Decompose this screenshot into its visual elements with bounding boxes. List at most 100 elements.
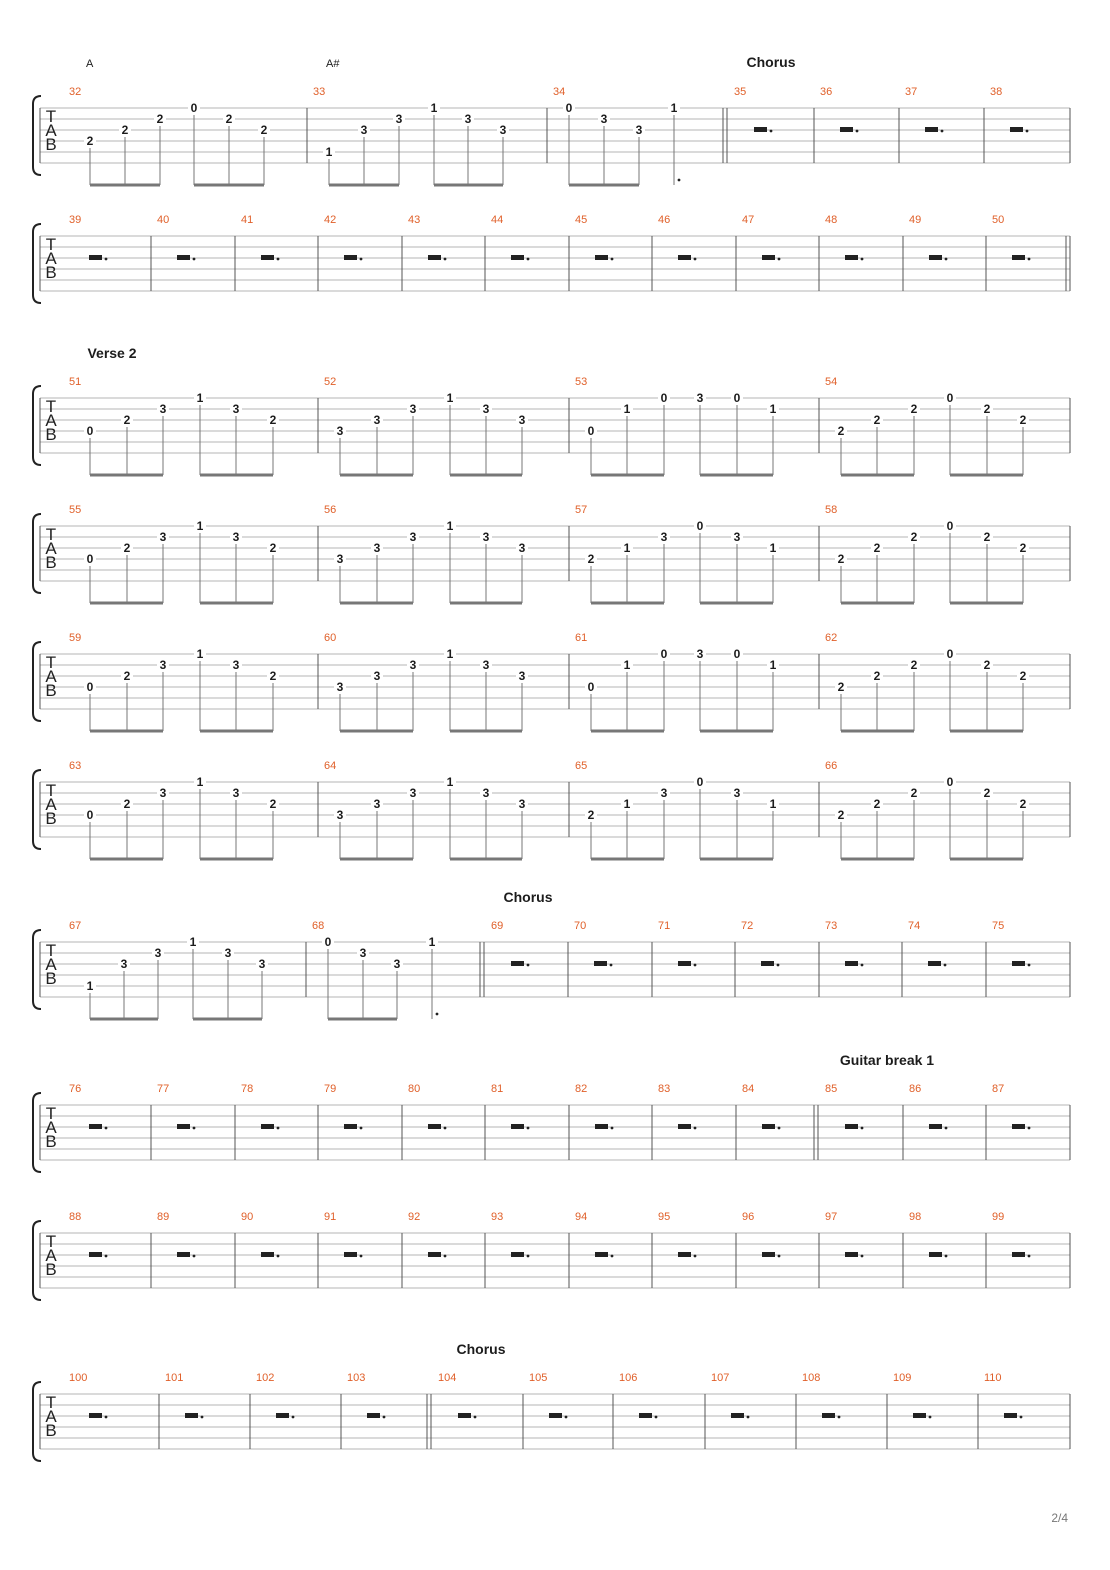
- whole-rest: [344, 1124, 357, 1129]
- measure-number: 63: [69, 760, 81, 772]
- fret-backing: [767, 659, 779, 671]
- measure-number: 105: [529, 1372, 547, 1384]
- fret-backing: [585, 425, 597, 437]
- fret-number: 3: [465, 112, 472, 126]
- fret-number: 2: [1020, 797, 1027, 811]
- measure-number: 43: [408, 214, 420, 226]
- rest-dot: [654, 1415, 658, 1419]
- system-bracket: [32, 95, 42, 176]
- fret-backing: [871, 542, 883, 554]
- rest-dot: [526, 963, 530, 967]
- fret-backing: [119, 124, 131, 136]
- fret-number: 2: [261, 123, 268, 137]
- whole-rest: [762, 255, 775, 260]
- fret-backing: [230, 403, 242, 415]
- fret-number: 1: [770, 402, 777, 416]
- fret-backing: [84, 809, 96, 821]
- fret-number: 2: [124, 541, 131, 555]
- whole-rest: [639, 1413, 652, 1418]
- fret-backing: [393, 113, 405, 125]
- whole-rest: [261, 1124, 274, 1129]
- measure-number: 90: [241, 1211, 253, 1223]
- fret-number: 1: [770, 658, 777, 672]
- rest-dot: [693, 257, 697, 261]
- fret-backing: [480, 659, 492, 671]
- fret-number: 3: [500, 123, 507, 137]
- measure-number: 92: [408, 1211, 420, 1223]
- fret-number: 3: [121, 957, 128, 971]
- measure-number: 101: [165, 1372, 183, 1384]
- fret-backing: [334, 553, 346, 565]
- rest-dot: [769, 129, 773, 133]
- fret-number: 2: [984, 786, 991, 800]
- whole-rest: [344, 1252, 357, 1257]
- fret-backing: [444, 648, 456, 660]
- measure-number: 110: [984, 1372, 1002, 1384]
- fret-backing: [121, 542, 133, 554]
- fret-number: 0: [734, 647, 741, 661]
- section-label: Chorus: [457, 1341, 506, 1357]
- rest-dot: [104, 1415, 108, 1419]
- fret-number: 2: [270, 669, 277, 683]
- measure-number: 40: [157, 214, 169, 226]
- measure-number: 78: [241, 1083, 253, 1095]
- whole-rest: [822, 1413, 835, 1418]
- fret-backing: [1017, 798, 1029, 810]
- measure-number: 44: [491, 214, 503, 226]
- fret-backing: [694, 648, 706, 660]
- whole-rest: [595, 1252, 608, 1257]
- tab-clef-letter: A: [45, 1246, 57, 1265]
- rest-dot: [940, 129, 944, 133]
- whole-rest: [1012, 961, 1025, 966]
- rest-dot: [104, 1126, 108, 1130]
- whole-rest: [845, 1252, 858, 1257]
- measure-number: 94: [575, 1211, 587, 1223]
- measure-number: 80: [408, 1083, 420, 1095]
- fret-number: 3: [361, 123, 368, 137]
- fret-number: 3: [337, 552, 344, 566]
- measure-number: 98: [909, 1211, 921, 1223]
- fret-backing: [516, 542, 528, 554]
- measure-number: 86: [909, 1083, 921, 1095]
- measure-number: 88: [69, 1211, 81, 1223]
- fret-number: 2: [122, 123, 129, 137]
- fret-number: 0: [87, 424, 94, 438]
- fret-backing: [694, 520, 706, 532]
- fret-backing: [658, 531, 670, 543]
- measure-number: 74: [908, 920, 920, 932]
- duration-dot: [677, 178, 681, 182]
- measure-number: 76: [69, 1083, 81, 1095]
- fret-backing: [407, 403, 419, 415]
- fret-backing: [258, 124, 270, 136]
- measure-number: 46: [658, 214, 670, 226]
- measure-number: 58: [825, 504, 837, 516]
- fret-number: 3: [697, 391, 704, 405]
- measure-number: 99: [992, 1211, 1004, 1223]
- whole-rest: [1012, 1252, 1025, 1257]
- fret-number: 3: [233, 530, 240, 544]
- tab-clef-letter: A: [45, 249, 57, 268]
- rest-dot: [359, 1254, 363, 1258]
- measure-number: 91: [324, 1211, 336, 1223]
- fret-number: 2: [124, 413, 131, 427]
- fret-backing: [194, 776, 206, 788]
- fret-number: 3: [483, 658, 490, 672]
- measure-number: 48: [825, 214, 837, 226]
- fret-number: 1: [624, 658, 631, 672]
- fret-backing: [480, 403, 492, 415]
- fret-backing: [334, 425, 346, 437]
- fret-backing: [694, 776, 706, 788]
- fret-backing: [516, 670, 528, 682]
- tab-clef-letter: B: [45, 263, 56, 282]
- rest-dot: [443, 1254, 447, 1258]
- fret-backing: [516, 798, 528, 810]
- fret-number: 3: [337, 808, 344, 822]
- tab-clef-letter: T: [46, 1393, 56, 1412]
- tab-clef-letter: B: [45, 425, 56, 444]
- measure-number: 77: [157, 1083, 169, 1095]
- tab-clef-letter: T: [46, 941, 56, 960]
- whole-rest: [1012, 1124, 1025, 1129]
- fret-number: 2: [874, 669, 881, 683]
- tab-clef-letter: T: [46, 525, 56, 544]
